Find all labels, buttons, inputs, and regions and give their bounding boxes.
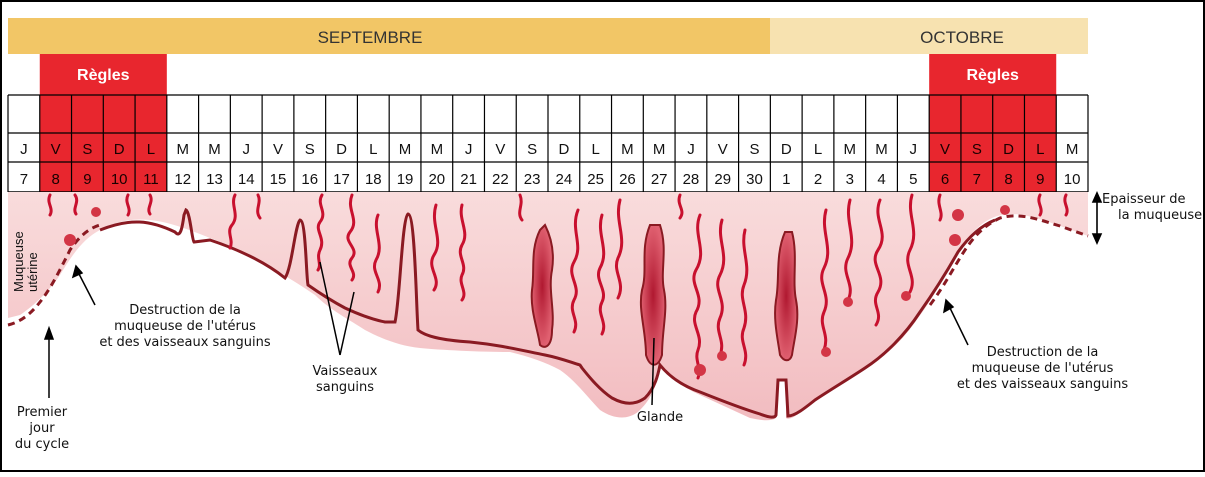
weekday-label: M [844, 141, 857, 158]
day-number-label: 25 [587, 171, 604, 188]
day-number-label: 7 [973, 171, 981, 188]
day-number-label: 11 [143, 171, 159, 188]
day-number-label: 16 [301, 171, 318, 188]
day-number-label: 6 [941, 171, 949, 188]
month-october-label: OCTOBRE [920, 28, 1004, 47]
weekday-label: M [176, 141, 189, 158]
premier-jour-label: Premier jour du cycle [4, 405, 80, 453]
weekday-label: M [621, 141, 634, 158]
regles-label: Règles [77, 67, 130, 84]
weekday-label: M [431, 141, 444, 158]
weekday-label: M [875, 141, 888, 158]
weekday-label: D [558, 141, 569, 158]
day-number-label: 21 [460, 171, 477, 188]
weekday-label: S [972, 141, 982, 158]
clot [717, 351, 727, 361]
weekday-label: J [910, 141, 918, 158]
day-number-label: 8 [51, 171, 59, 188]
day-number-label: 10 [111, 171, 128, 188]
regles-label: Règles [966, 67, 1019, 84]
weekday-label: V [51, 141, 61, 158]
weekday-label: V [940, 141, 950, 158]
weekday-label: M [399, 141, 412, 158]
glande-label: Glande [620, 410, 700, 426]
weekday-label: J [465, 141, 473, 158]
vessel [520, 195, 522, 220]
epaisseur-label: Epaisseur de la muqueuse [1102, 192, 1202, 224]
day-number-label: 18 [365, 171, 382, 188]
weekday-label: S [305, 141, 315, 158]
vessel [258, 195, 260, 218]
day-number-label: 23 [524, 171, 541, 188]
vessel [75, 195, 77, 214]
day-number-label: 7 [20, 171, 28, 188]
day-number-label: 24 [556, 171, 573, 188]
day-number-label: 12 [174, 171, 191, 188]
day-number-label: 14 [238, 171, 255, 188]
clot [949, 234, 961, 246]
day-number-label: 4 [877, 171, 885, 188]
weekday-label: L [591, 141, 599, 158]
clot [694, 364, 706, 376]
weekday-label: J [20, 141, 28, 158]
clot [843, 297, 853, 307]
day-number-label: 19 [397, 171, 414, 188]
clot [901, 291, 911, 301]
destruction-right-label: Destruction de la muqueuse de l'utérus e… [935, 345, 1150, 393]
weekday-label: S [749, 141, 759, 158]
day-number-label: 27 [651, 171, 668, 188]
weekday-label: S [527, 141, 537, 158]
clot [64, 234, 76, 246]
clot [952, 209, 964, 221]
month-september-label: SEPTEMBRE [318, 28, 423, 47]
weekday-label: L [1036, 141, 1044, 158]
muqueuse-label: Muqueuse [12, 231, 26, 292]
day-number-label: 28 [683, 171, 700, 188]
destruction-left-label: Destruction de la muqueuse de l'utérus e… [85, 303, 285, 351]
weekday-label: S [82, 141, 92, 158]
calendar-grid: J7V8S9D10L11M12M13J14V15S16D17L18M19M20J… [8, 95, 1088, 192]
day-number-label: 3 [846, 171, 854, 188]
weekday-label: J [687, 141, 695, 158]
day-number-label: 22 [492, 171, 509, 188]
weekday-label: D [114, 141, 125, 158]
day-number-label: 20 [428, 171, 445, 188]
weekday-label: L [147, 141, 155, 158]
day-number-label: 29 [714, 171, 731, 188]
weekday-label: D [336, 141, 347, 158]
muqueuse-uterine-label: Muqueuse utérine [4, 196, 32, 316]
weekday-label: V [495, 141, 505, 158]
clot [91, 207, 101, 217]
day-number-label: 8 [1004, 171, 1012, 188]
weekday-label: D [1003, 141, 1014, 158]
thickness-arrow [1093, 193, 1101, 243]
day-number-label: 13 [206, 171, 223, 188]
day-number-label: 9 [83, 171, 91, 188]
weekday-label: L [814, 141, 822, 158]
weekday-label: L [369, 141, 377, 158]
day-number-label: 1 [782, 171, 790, 188]
clot [1000, 205, 1010, 215]
clot [821, 347, 831, 357]
day-number-label: 26 [619, 171, 636, 188]
month-band: SEPTEMBRE OCTOBRE [8, 18, 1088, 54]
weekday-label: D [781, 141, 792, 158]
day-number-label: 30 [746, 171, 763, 188]
uterine-label: utérine [26, 231, 40, 292]
weekday-label: M [1066, 141, 1079, 158]
day-number-label: 5 [909, 171, 917, 188]
vaisseaux-label: Vaisseaux sanguins [290, 364, 400, 396]
weekday-label: J [242, 141, 250, 158]
day-number-label: 10 [1064, 171, 1081, 188]
day-number-label: 17 [333, 171, 350, 188]
weekday-label: V [273, 141, 283, 158]
day-number-label: 2 [814, 171, 822, 188]
day-number-label: 15 [270, 171, 287, 188]
day-number-label: 9 [1036, 171, 1044, 188]
weekday-label: M [653, 141, 666, 158]
weekday-label: V [718, 141, 728, 158]
weekday-label: M [208, 141, 221, 158]
